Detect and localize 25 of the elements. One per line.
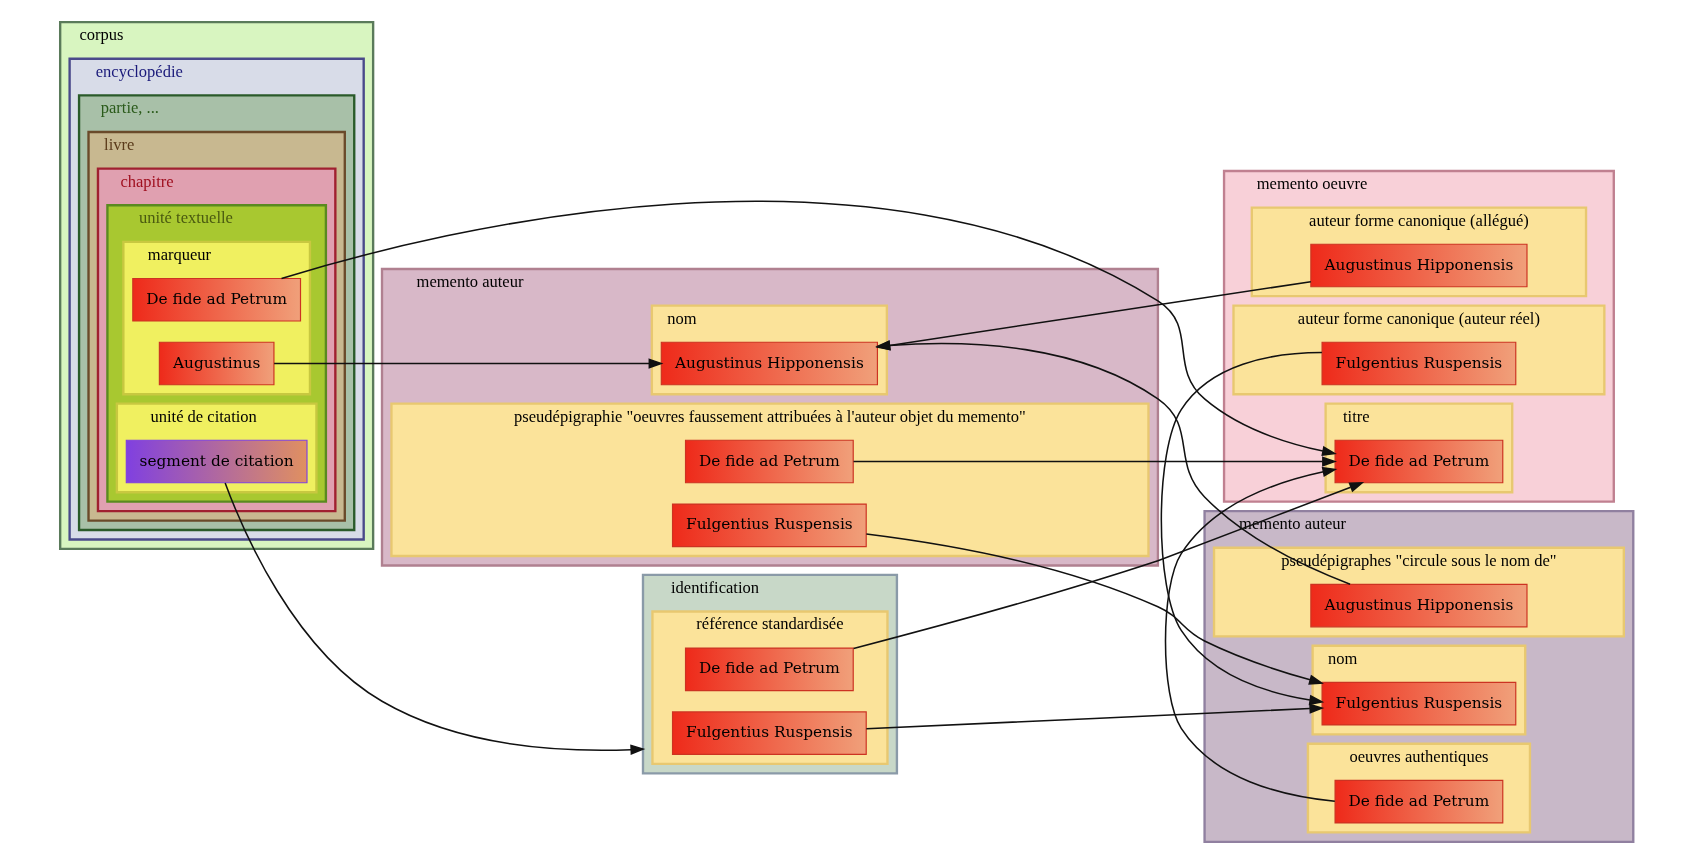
node-box: Fulgentius Ruspensis xyxy=(1321,681,1516,726)
node-box: Fulgentius Ruspensis xyxy=(1321,341,1516,386)
node-box: De fide ad Petrum xyxy=(1334,779,1503,824)
node-box: segment de citation xyxy=(125,439,308,484)
node-box: Augustinus Hipponensis xyxy=(1309,583,1528,628)
node-box: De fide ad Petrum xyxy=(1334,439,1503,484)
node-box: Fulgentius Ruspensis xyxy=(671,503,867,548)
node-box: Augustinus Hipponensis xyxy=(660,341,878,386)
node-box: De fide ad Petrum xyxy=(684,647,854,692)
arrow xyxy=(874,340,1351,585)
arrow xyxy=(852,456,1337,467)
node-box: Augustinus Hipponensis xyxy=(1309,243,1528,288)
arrow xyxy=(865,703,1324,730)
node-box: De fide ad Petrum xyxy=(131,277,301,322)
node-box: Augustinus xyxy=(158,341,274,386)
arrow xyxy=(865,533,1324,685)
arrow xyxy=(272,358,663,369)
node-box: De fide ad Petrum xyxy=(684,439,854,484)
arrow xyxy=(874,280,1312,351)
arrow xyxy=(1164,466,1337,803)
arrow xyxy=(280,200,1337,457)
arrow xyxy=(223,482,645,755)
node-box: Fulgentius Ruspensis xyxy=(671,711,867,755)
arrow xyxy=(852,482,1364,650)
arrow xyxy=(1160,351,1324,706)
